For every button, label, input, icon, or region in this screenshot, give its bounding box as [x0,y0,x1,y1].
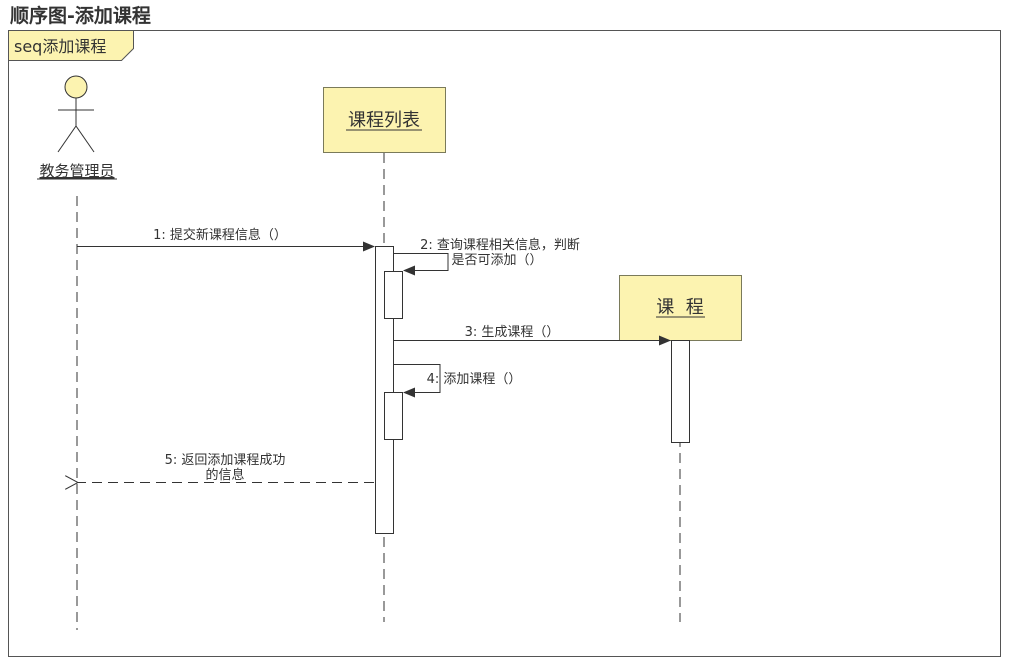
message-3-label: 3: 生成课程（） [465,325,560,340]
activation-self-check [384,271,403,319]
object-course-label: 课 程 [656,297,703,318]
message-2-label-line1: 2: 查询课程相关信息，判断 [420,237,580,253]
actor-admin[interactable]: 教务管理员 [37,75,117,180]
message-2-label-line2: 是否可添加（） [451,253,542,268]
actor-head [64,75,88,99]
object-course-list[interactable]: 课程列表 [323,87,446,153]
page-title: 顺序图-添加课程 [10,5,151,27]
message-1-label: 1: 提交新课程信息（） [153,227,287,243]
message-5-label-line2: 的信息 [205,467,244,483]
activation-self-add [384,392,403,440]
frame-label-tab[interactable] [8,30,134,61]
message-2-arrow[interactable] [394,253,449,276]
object-course[interactable]: 课 程 [619,275,742,341]
frame-label: seq添加课程 [14,37,106,56]
message-5-label-line1: 5: 返回添加课程成功 [165,453,286,468]
message-4-label: 4: 添加课程（） [427,372,522,387]
actor-name: 教务管理员 [39,162,114,180]
sequence-frame [8,30,1001,657]
activation-course [671,340,690,443]
message-4-arrow[interactable] [394,364,441,398]
object-course-list-label: 课程列表 [348,110,420,131]
